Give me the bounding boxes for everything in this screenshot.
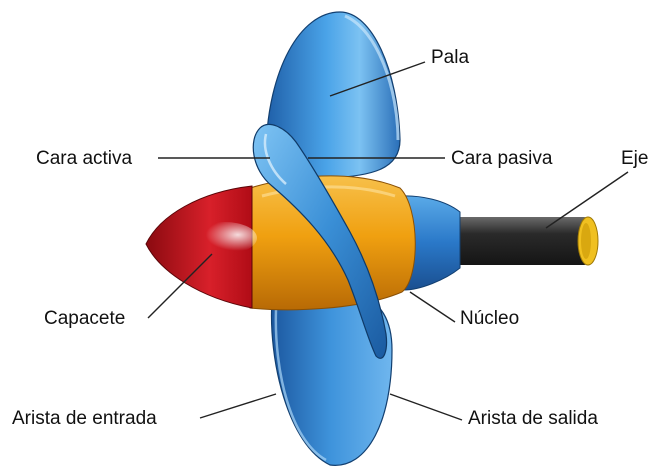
leader-arista-entrada <box>199 393 277 419</box>
leader-nucleo <box>409 291 456 323</box>
label-arista-entrada: Arista de entrada <box>12 408 157 429</box>
label-capacete: Capacete <box>44 308 126 329</box>
leader-pala <box>329 61 426 97</box>
label-cara-activa: Cara activa <box>36 148 133 169</box>
label-arista-salida: Arista de salida <box>468 408 598 429</box>
shaft <box>448 217 588 265</box>
label-eje: Eje <box>621 148 649 169</box>
leader-eje <box>545 171 629 229</box>
hub-collar <box>399 195 461 291</box>
label-nucleo: Núcleo <box>460 308 520 329</box>
leader-arista-salida <box>389 393 463 421</box>
label-pala: Pala <box>431 47 470 68</box>
label-cara-pasiva: Cara pasiva <box>451 148 553 169</box>
leader-capacete <box>147 253 213 319</box>
leader-lines <box>147 61 629 421</box>
